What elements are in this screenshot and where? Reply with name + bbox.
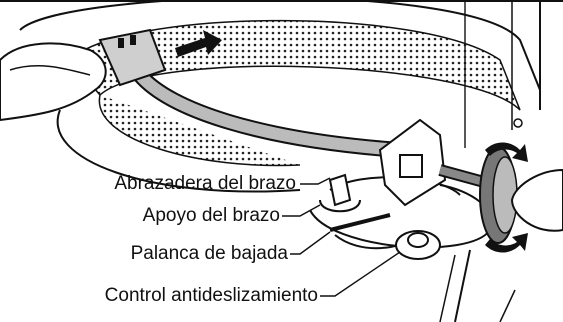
label-cue-lever: Palanca de bajada — [131, 243, 288, 265]
label-arm-clamp: Abrazadera del brazo — [114, 173, 296, 195]
label-anti-skating: Control antideslizamiento — [105, 285, 318, 307]
label-arm-rest: Apoyo del brazo — [143, 205, 280, 227]
